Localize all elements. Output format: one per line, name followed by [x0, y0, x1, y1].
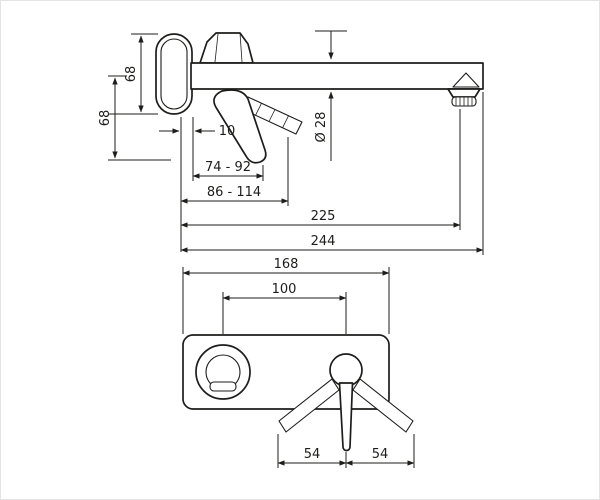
- dim-center-distance: 100: [222, 282, 347, 334]
- aerator-front: [209, 381, 237, 392]
- dim-label-lever-projection: 74 - 92: [205, 160, 251, 175]
- lever-swing-right: [352, 378, 414, 433]
- dim-label-plate-depth: 10: [219, 124, 236, 139]
- escutcheon-inner-contour: [160, 38, 188, 110]
- dim-lever-swing: 54 54: [277, 434, 415, 468]
- dim-lever-projection-max: 86 - 114: [180, 137, 289, 206]
- side-view: Ø 28 68 68 10 74 - 92: [98, 30, 484, 255]
- dim-label-lever-projection-max: 86 - 114: [207, 185, 261, 200]
- dim-label-plate-width: 168: [274, 257, 299, 272]
- dim-spout-top: [315, 30, 347, 60]
- dim-spout-diameter: Ø 28: [314, 91, 334, 161]
- dim-lever-projection: 74 - 92: [192, 160, 264, 181]
- dim-outlet-projection: 225: [180, 109, 461, 230]
- front-view: 168 100 54 54: [182, 257, 415, 468]
- lever-side: [213, 89, 267, 164]
- dim-outlet-height: 68: [98, 75, 171, 161]
- dim-label-center-distance: 100: [272, 282, 297, 297]
- dim-label-total-projection: 244: [311, 234, 336, 249]
- lever-swing-left: [278, 378, 340, 433]
- dim-label-lever-swing-right: 54: [372, 447, 389, 462]
- aerator-neck: [447, 88, 481, 98]
- dim-total-projection: 244: [180, 92, 484, 255]
- lever-grip-front: [338, 382, 354, 452]
- dim-label-outlet-projection: 225: [311, 209, 336, 224]
- spout-end-channel: [452, 72, 480, 88]
- dim-label-plate-diameter: 68: [124, 66, 139, 83]
- spout-side: [190, 62, 484, 90]
- aerator-hatching: [455, 97, 473, 106]
- dim-label-spout-diameter: Ø 28: [314, 112, 329, 143]
- dim-plate-depth: 10: [159, 117, 235, 252]
- detail-line: [214, 33, 219, 63]
- dim-label-lever-swing-left: 54: [304, 447, 321, 462]
- lever-pivot-front: [329, 353, 363, 387]
- dim-plate-width: 168: [182, 257, 390, 334]
- spout-union-detail: [199, 32, 254, 64]
- dim-label-outlet-height: 68: [98, 110, 113, 127]
- detail-line: [239, 32, 243, 63]
